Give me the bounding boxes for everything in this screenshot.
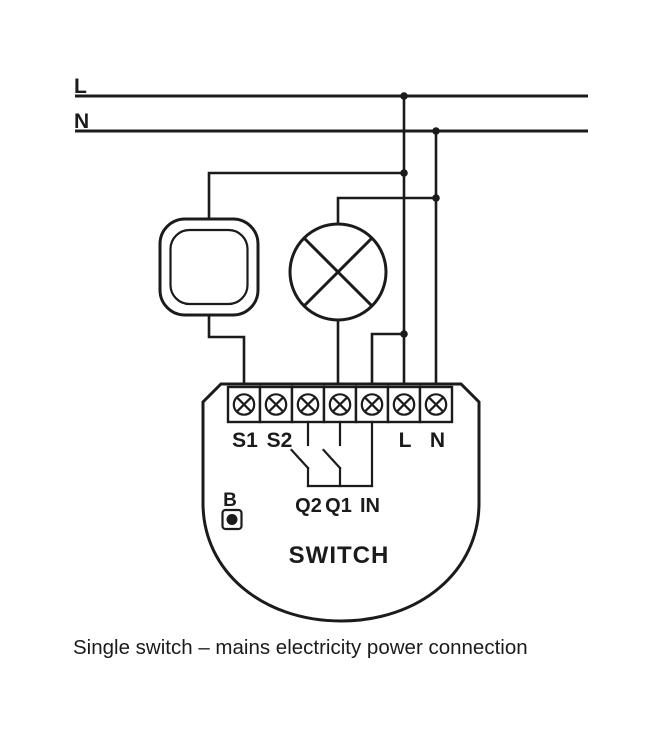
internal-label-q2: Q2 [295, 495, 322, 517]
terminal-block [226, 385, 454, 424]
wall-switch-icon [158, 217, 260, 317]
screw-icon [392, 393, 416, 416]
service-button-icon [221, 508, 243, 531]
terminal-screw-icons [232, 393, 448, 416]
diagram-linework [75, 92, 588, 623]
junction-dot [432, 194, 440, 202]
junction-dot [400, 92, 408, 100]
switch-feed-wire [207, 171, 406, 221]
internal-label-in: IN [360, 495, 380, 517]
service-button-frame [221, 508, 243, 531]
mains-live-label: L [74, 75, 87, 98]
junction-dot [400, 169, 408, 177]
device-body [201, 382, 481, 623]
lamp-neutral-wire [336, 196, 438, 226]
junction-dots [400, 92, 440, 338]
terminal-label-s1: S1 [232, 429, 258, 452]
junction-dot [432, 127, 440, 135]
lamp-icon [288, 222, 388, 322]
device-name-label: SWITCH [289, 542, 390, 569]
service-button-label: B [223, 490, 237, 511]
lamp-cross [302, 236, 374, 308]
screw-icon [360, 393, 384, 416]
relay-contact-q1-arm [321, 448, 342, 488]
mains-neutral-label: N [74, 110, 89, 133]
wall-switch-inner-frame [169, 228, 249, 306]
wall-switch-outer-frame [158, 217, 260, 317]
screw-icon [264, 393, 288, 416]
screw-icon [232, 393, 256, 416]
lamp-circle [288, 222, 388, 322]
in-branch-wire [370, 332, 406, 389]
internal-relay-circuit [289, 420, 374, 488]
screw-icon [296, 393, 320, 416]
screw-icon [328, 393, 352, 416]
internal-label-q1: Q1 [325, 495, 352, 517]
figure-caption: Single switch – mains electricity power … [73, 636, 528, 659]
service-button-dot [226, 514, 238, 525]
relay-contact-q2-arm [289, 448, 310, 488]
terminal-label-n: N [430, 429, 445, 452]
junction-dot [400, 330, 408, 338]
terminal-label-l: L [399, 429, 412, 452]
diagram-labels: L N S1 S2 L N Q2 Q1 IN B SWITCH Single s… [73, 75, 528, 659]
terminal-label-s2: S2 [267, 429, 293, 452]
switch-return-wire [207, 313, 246, 389]
screw-icon [424, 393, 448, 416]
